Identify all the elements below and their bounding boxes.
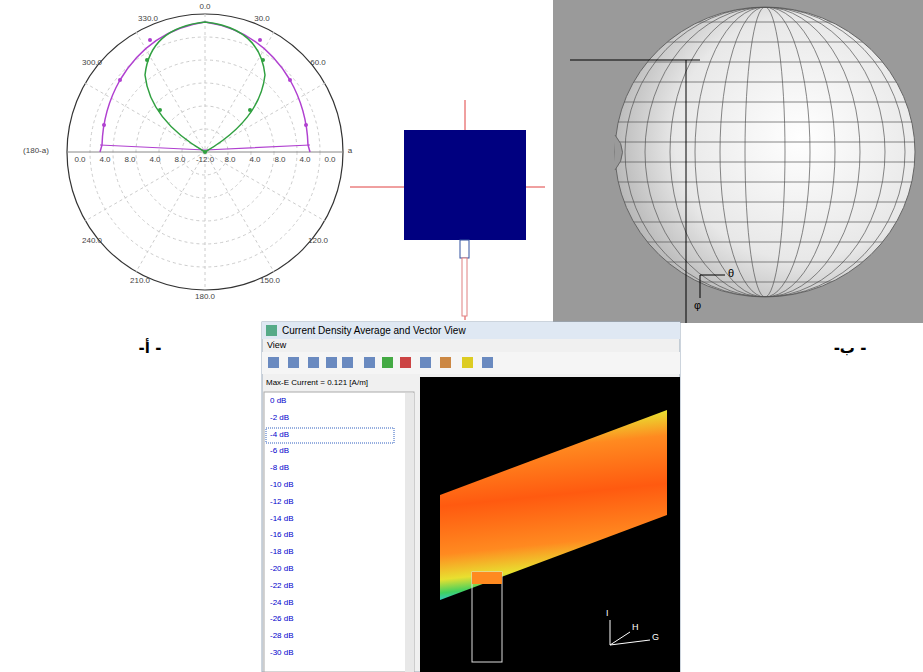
axis-value: 4.0 bbox=[99, 155, 110, 164]
angle-label: 330.0 bbox=[138, 14, 158, 23]
axis-symbol: φ bbox=[694, 299, 701, 312]
axis-letter: G bbox=[652, 632, 659, 642]
db-level: -22 dB bbox=[270, 581, 294, 590]
axis-value: 8.0 bbox=[274, 155, 285, 164]
db-level: -2 dB bbox=[270, 413, 289, 422]
radiation-3d bbox=[553, 0, 923, 323]
db-level: -4 dB bbox=[270, 430, 289, 439]
angle-label: 0.0 bbox=[199, 2, 210, 11]
axis-letter: I bbox=[606, 608, 609, 618]
menu-item: View bbox=[267, 340, 286, 350]
db-level: -12 dB bbox=[270, 497, 294, 506]
axis-value: 4.0 bbox=[249, 155, 260, 164]
angle-label: 30.0 bbox=[254, 14, 270, 23]
angle-label: 180.0 bbox=[195, 292, 215, 301]
db-level: -30 dB bbox=[270, 648, 294, 657]
axis-value: 4.0 bbox=[149, 155, 160, 164]
figure-label: - أ- bbox=[139, 340, 162, 357]
db-level: -6 dB bbox=[270, 446, 289, 455]
axis-label: (180-a) bbox=[23, 146, 49, 155]
db-level: -18 dB bbox=[270, 547, 294, 556]
db-level: -14 dB bbox=[270, 514, 294, 523]
axis-value: 8.0 bbox=[124, 155, 135, 164]
db-level: -10 dB bbox=[270, 480, 294, 489]
axis-value: 8.0 bbox=[224, 155, 235, 164]
db-level: 0 dB bbox=[270, 396, 286, 405]
software-window bbox=[262, 322, 680, 672]
db-level: -20 dB bbox=[270, 564, 294, 573]
db-level: -28 dB bbox=[270, 631, 294, 640]
axis-value: 8.0 bbox=[174, 155, 185, 164]
axis-value: 4.0 bbox=[299, 155, 310, 164]
axis-value: -12.0 bbox=[196, 155, 214, 164]
angle-label: 60.0 bbox=[310, 58, 326, 67]
axis-label: a bbox=[348, 146, 352, 155]
status-text: Max-E Current = 0.121 [A/m] bbox=[266, 378, 368, 387]
patch-antenna bbox=[350, 100, 545, 320]
polar-plot bbox=[67, 14, 343, 290]
angle-label: 120.0 bbox=[308, 236, 328, 245]
angle-label: 240.0 bbox=[82, 236, 102, 245]
axis-value: 0.0 bbox=[324, 155, 335, 164]
db-level: -24 dB bbox=[270, 598, 294, 607]
angle-label: 210.0 bbox=[130, 276, 150, 285]
axis-value: 0.0 bbox=[74, 155, 85, 164]
axis-symbol: θ bbox=[728, 267, 734, 280]
window-title: Current Density Average and Vector View bbox=[282, 325, 466, 337]
angle-label: 300.0 bbox=[82, 58, 102, 67]
db-level: -16 dB bbox=[270, 530, 294, 539]
db-level: -8 dB bbox=[270, 463, 289, 472]
axis-letter: H bbox=[632, 622, 639, 632]
angle-label: 150.0 bbox=[260, 276, 280, 285]
figure-label: - ب- bbox=[834, 340, 867, 357]
db-level: -26 dB bbox=[270, 614, 294, 623]
